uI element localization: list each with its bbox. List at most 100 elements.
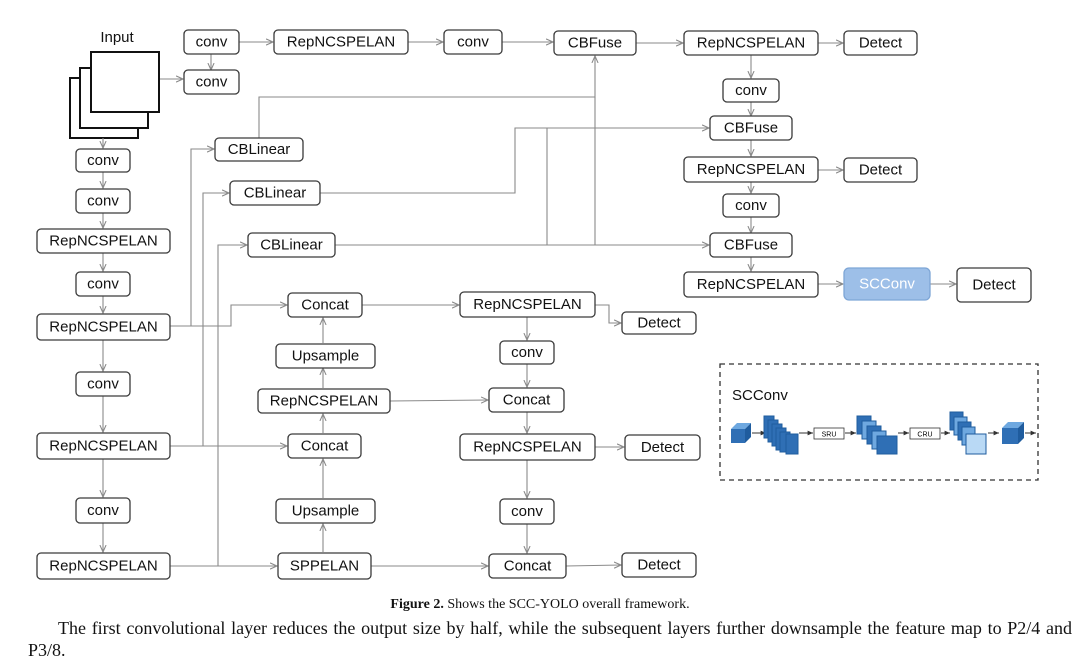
- svg-text:RepNCSPELAN: RepNCSPELAN: [473, 296, 581, 313]
- svg-text:CBLinear: CBLinear: [244, 185, 307, 202]
- detect-node: Detect: [621, 552, 697, 578]
- sppelan-node: SPPELAN: [277, 552, 372, 580]
- conv-node: conv: [443, 29, 503, 55]
- conv-node: conv: [75, 497, 131, 524]
- cbfuse-node: CBFuse: [709, 115, 793, 141]
- conv-node: conv: [722, 78, 780, 103]
- repncspelan-node: RepNCSPELAN: [683, 30, 819, 56]
- edge-concat-to-detect-h3: [565, 565, 621, 566]
- svg-text:conv: conv: [196, 34, 228, 51]
- conv-node: conv: [75, 188, 131, 214]
- repncspelan-node: RepNCSPELAN: [683, 271, 819, 298]
- edge-cblinear1-to-cbfuse1: [258, 56, 595, 138]
- repncspelan-node: RepNCSPELAN: [257, 388, 391, 414]
- conv-node: conv: [183, 69, 240, 95]
- repncspelan-node: RepNCSPELAN: [36, 432, 171, 460]
- feature-stack-icon: [949, 411, 987, 455]
- detect-node: Detect: [956, 267, 1032, 303]
- edge-bb-to-cblinear2: [170, 193, 229, 447]
- cru-unit: CRU: [909, 427, 941, 440]
- svg-text:SRU: SRU: [822, 432, 837, 439]
- cblinear-node: CBLinear: [214, 137, 304, 162]
- repncspelan-node: RepNCSPELAN: [683, 156, 819, 183]
- svg-text:CBFuse: CBFuse: [568, 35, 622, 52]
- output-cube-icon: [1002, 422, 1024, 444]
- scconv-block: SCConv: [843, 267, 931, 301]
- svg-text:Detect: Detect: [859, 162, 903, 179]
- cbfuse-node: CBFuse: [553, 30, 637, 56]
- svg-text:CBLinear: CBLinear: [228, 141, 291, 158]
- figure-caption-label: Figure 2.: [390, 597, 444, 612]
- concat-node: Concat: [287, 292, 363, 318]
- svg-text:RepNCSPELAN: RepNCSPELAN: [697, 161, 805, 178]
- repncspelan-node: RepNCSPELAN: [36, 313, 171, 341]
- conv-node: conv: [75, 148, 131, 173]
- sru-unit: SRU: [813, 427, 845, 440]
- svg-text:CBFuse: CBFuse: [724, 120, 778, 137]
- svg-text:RepNCSPELAN: RepNCSPELAN: [49, 558, 157, 575]
- conv-node: conv: [75, 271, 131, 297]
- svg-text:Detect: Detect: [972, 277, 1016, 294]
- detect-node: Detect: [621, 311, 697, 335]
- edge-bb-to-cblinear3: [170, 245, 247, 567]
- svg-text:Detect: Detect: [637, 315, 681, 332]
- svg-text:RepNCSPELAN: RepNCSPELAN: [287, 34, 395, 51]
- svg-text:CRU: CRU: [917, 432, 932, 439]
- concat-node: Concat: [287, 433, 362, 459]
- edge-rep-to-detect-h1: [595, 304, 621, 323]
- svg-text:RepNCSPELAN: RepNCSPELAN: [697, 35, 805, 52]
- body-paragraph: The first convolutional layer reduces th…: [28, 618, 1072, 660]
- conv-node: conv: [499, 340, 555, 365]
- svg-text:SPPELAN: SPPELAN: [290, 558, 359, 575]
- concat-node: Concat: [488, 553, 567, 579]
- svg-text:conv: conv: [87, 376, 119, 393]
- svg-text:RepNCSPELAN: RepNCSPELAN: [270, 393, 378, 410]
- feature-stack-icon: [763, 415, 799, 455]
- svg-text:CBLinear: CBLinear: [260, 237, 323, 254]
- conv-node: conv: [499, 498, 555, 525]
- svg-text:Concat: Concat: [504, 558, 552, 575]
- detect-node: Detect: [624, 434, 701, 461]
- svg-text:conv: conv: [511, 344, 543, 361]
- input-cube-icon: [731, 423, 751, 443]
- figure-caption: Figure 2. Shows the SCC-YOLO overall fra…: [0, 597, 1080, 613]
- svg-text:Concat: Concat: [301, 438, 349, 455]
- input-label: Input: [100, 29, 134, 46]
- svg-text:SCConv: SCConv: [859, 276, 915, 293]
- repncspelan-node: RepNCSPELAN: [273, 29, 409, 55]
- svg-text:RepNCSPELAN: RepNCSPELAN: [473, 439, 581, 456]
- conv-node: conv: [722, 193, 780, 218]
- connection-lines: [103, 42, 956, 566]
- detect-node: Detect: [843, 157, 918, 183]
- cbfuse-node: CBFuse: [709, 232, 793, 258]
- repncspelan-node: RepNCSPELAN: [459, 291, 596, 318]
- svg-text:RepNCSPELAN: RepNCSPELAN: [697, 276, 805, 293]
- figure-caption-text: Shows the SCC-YOLO overall framework.: [443, 597, 690, 612]
- svg-text:conv: conv: [735, 197, 767, 214]
- upsample-node: Upsample: [275, 343, 376, 369]
- svg-text:conv: conv: [457, 34, 489, 51]
- svg-text:Concat: Concat: [301, 297, 349, 314]
- conv-node: conv: [75, 371, 131, 397]
- svg-text:Detect: Detect: [641, 439, 685, 456]
- edge-bb-to-cblinear1: [170, 149, 214, 327]
- svg-text:Upsample: Upsample: [292, 503, 360, 520]
- svg-text:conv: conv: [196, 74, 228, 91]
- scconv-inset: SCConv SRU: [719, 363, 1039, 481]
- svg-text:RepNCSPELAN: RepNCSPELAN: [49, 438, 157, 455]
- repncspelan-node: RepNCSPELAN: [459, 433, 596, 461]
- concat-node: Concat: [488, 387, 565, 413]
- cblinear-node: CBLinear: [247, 232, 336, 258]
- cblinear-node: CBLinear: [229, 180, 321, 206]
- svg-text:conv: conv: [87, 193, 119, 210]
- edge-cblinear2-to-cbfuse2: [320, 128, 709, 194]
- feature-stack-icon: [856, 415, 898, 455]
- edge-bb-to-concat1: [191, 305, 287, 327]
- detect-node: Detect: [843, 30, 918, 56]
- svg-text:Detect: Detect: [637, 557, 681, 574]
- scconv-inset-title: SCConv: [732, 387, 788, 404]
- svg-text:conv: conv: [511, 503, 543, 520]
- svg-text:RepNCSPELAN: RepNCSPELAN: [49, 233, 157, 250]
- repncspelan-node: RepNCSPELAN: [36, 228, 171, 254]
- conv-node: conv: [183, 29, 240, 55]
